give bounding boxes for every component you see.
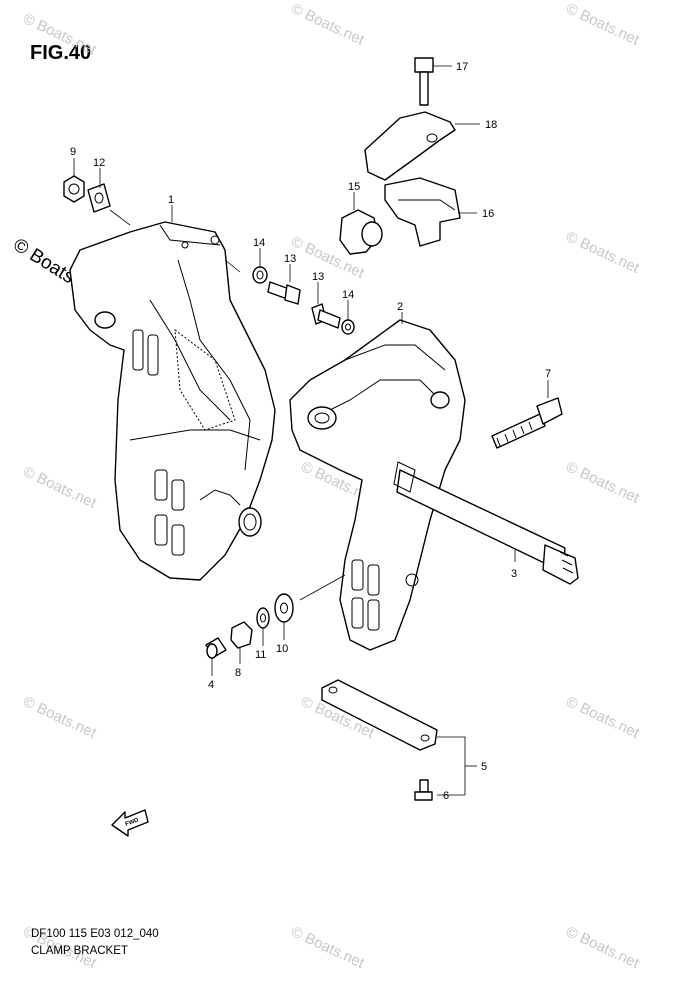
callout-number: 8 [235,667,241,679]
watermark: © Boats.net [563,923,642,972]
figure-label: FIG.40 [30,42,92,64]
fwd-arrow-icon: FWD [111,809,149,837]
callout-number: 9 [70,146,76,158]
washer-12 [87,183,111,213]
watermark: © Boats.net [563,0,642,49]
callout-number: 3 [511,568,517,580]
callout-number: 13 [284,253,296,265]
clamp-bracket-left [69,221,276,581]
callout-number: 14 [253,237,265,249]
watermark: © Boats.net [20,693,99,742]
washer-14-upper [252,266,268,284]
callout-number: 5 [481,761,487,773]
callout-number: 14 [342,289,354,301]
washer-10 [274,593,294,623]
watermark: © Boats.net [563,228,642,277]
cover-16 [384,177,461,247]
watermark: © Boats.net [288,0,367,49]
bolt-6 [414,779,433,801]
fwd-label: FWD [125,817,141,828]
watermark: © Boats.net [288,923,367,972]
collar-4 [205,637,227,659]
watermark: © Boats.net [20,463,99,512]
callout-number: 1 [168,194,174,206]
diagram-code: DF100 115 E03 012_040 [31,928,159,940]
callout-number: 15 [348,181,360,193]
callout-number: 4 [208,679,214,691]
callout-number: 10 [276,643,288,655]
washer-14-lower [341,319,355,335]
callout-number: 17 [456,61,468,73]
callout-number: 2 [397,301,403,313]
nut-8 [230,621,253,649]
callout-number: 13 [312,271,324,283]
callout-number: 12 [93,157,105,169]
washer-11 [256,607,270,629]
bushing-15 [339,209,383,255]
callout-number: 7 [545,368,551,380]
leader-lines [73,65,549,796]
watermark: © Boats.net [20,10,99,59]
callout-number: 11 [255,649,266,661]
nut-9 [63,175,85,203]
callout-number: 18 [485,119,497,131]
bolt-13-lower [311,303,341,329]
plate-5 [321,679,438,751]
watermark: © Boats.net [563,693,642,742]
callout-number: 6 [443,790,449,802]
bracket-18 [364,111,456,181]
bolt-7 [491,397,563,449]
clamp-bracket-right [289,319,466,651]
callout-number: 16 [482,208,494,220]
diagram-title: CLAMP BRACKET [31,945,128,957]
tilt-tube [393,461,579,585]
bolt-17 [414,57,434,106]
callouts: 1 2 3 4 5 6 7 8 9 10 11 12 13 13 14 14 1… [70,61,551,802]
bolt-13-upper [267,281,301,305]
watermark: © Boats.net [563,458,642,507]
